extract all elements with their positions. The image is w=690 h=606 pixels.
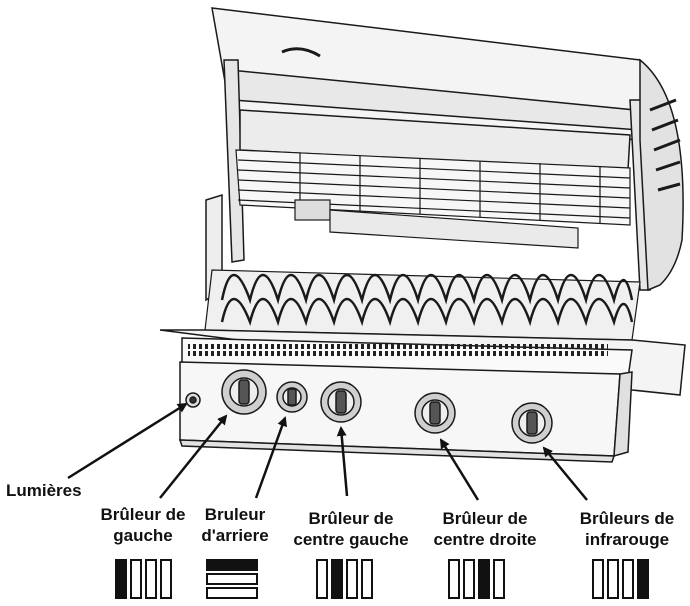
arrow-center-right-burner [439,438,480,501]
four-bars-fourth-filled-icon [592,559,649,599]
label-left-burner-line2: gauche [113,526,173,545]
label-left-burner-line1: Brûleur de [100,505,186,524]
knob-center-left [320,381,362,423]
label-lights-text: Lumières [6,481,82,500]
label-lights: Lumières [6,480,82,501]
four-bars-first-filled-icon [115,559,172,599]
arrow-center-left-burner [336,426,349,497]
label-rear-burner-line1: Bruleur [204,505,266,524]
label-infrared-burners-line2: infrarouge [584,530,670,549]
lights-button [185,392,201,408]
four-bars-third-filled-icon [448,559,505,599]
label-rear-burner-line2: d'arriere [201,526,269,545]
arrow-infrared-burners [542,446,588,501]
rear-burner-horizontal-bars-icon [206,559,258,599]
knob-center-right [414,392,456,434]
label-rear-burner: Bruleur d'arriere [190,504,280,546]
label-left-burner: Brûleur de gauche [88,504,198,546]
warming-rack [235,149,631,249]
label-center-left-burner-line1: Brûleur de [308,509,394,528]
label-center-right-burner-line2: centre droite [433,530,537,549]
label-infrared-burners: Brûleurs de infrarouge [568,508,686,550]
knob-left [221,369,267,415]
grill-lid [211,7,684,292]
label-center-right-burner-line1: Brûleur de [442,509,528,528]
four-bars-second-filled-icon [316,559,373,599]
callout-arrows [67,402,588,501]
arrow-rear-burner [254,416,287,499]
label-center-right-burner: Brûleur de centre droite [420,508,550,550]
knob-infrared [511,402,553,444]
arrow-lights [67,402,188,480]
knob-rear [276,381,308,413]
arrow-left-burner [159,414,228,499]
label-center-left-burner-line2: centre gauche [293,530,409,549]
label-center-left-burner: Brûleur de centre gauche [286,508,416,550]
label-infrared-burners-line1: Brûleurs de [579,509,675,528]
cooking-grates [204,269,641,341]
